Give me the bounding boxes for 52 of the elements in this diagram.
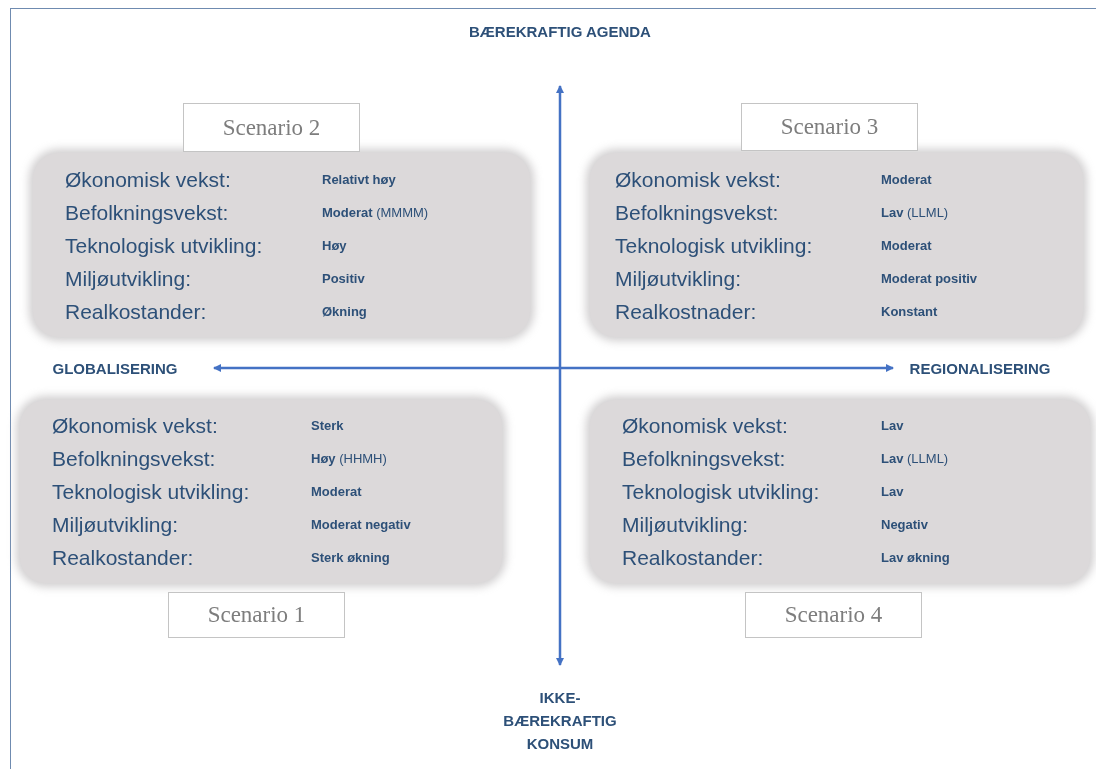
factor-value: Relativt høy [322,170,397,189]
factor-value: Økning [322,302,368,321]
scenario-panel [590,400,1090,583]
factor-value: Sterk [311,417,345,435]
scenario-panel [590,153,1083,337]
factor-label: Økonomisk vekst: [615,166,782,193]
factor-value: Lav (LLML) [881,450,950,468]
factor-label: Befolkningsvekst: [65,199,230,226]
factor-value: Negativ [881,516,929,534]
axis-label: IKKE- BÆREKRAFTIG KONSUM [502,688,618,754]
factor-value: Moderat [311,483,363,501]
factor-value: Lav (LLML) [881,203,950,222]
factor-label: Realkostander: [52,545,195,571]
factor-label: Befolkningsvekst: [615,199,780,226]
factor-label: Teknologisk utvikling: [615,232,814,259]
factor-label: Miljøutvikling: [615,265,743,292]
factor-label: Realkostander: [65,298,208,325]
scenario-panel [33,153,530,337]
factor-label: Realkostander: [622,545,765,571]
scenario-panel [20,400,502,583]
factor-value: Moderat (MMMM) [322,203,430,222]
factor-value: Moderat positiv [881,269,979,288]
factor-label: Miljøutvikling: [65,265,193,292]
scenario-title: Scenario 3 [741,103,918,151]
scenario-title: Scenario 4 [745,592,922,638]
factor-value: Høy (HHMH) [311,450,388,468]
factor-label: Teknologisk utvikling: [52,479,251,505]
factor-value: Lav økning [881,549,951,567]
axis-label: GLOBALISERING [51,359,179,379]
factor-label: Økonomisk vekst: [622,413,789,439]
scenario-title: Scenario 1 [168,592,345,638]
factor-label: Miljøutvikling: [622,512,750,538]
factor-value: Moderat [881,236,933,255]
factor-value: Moderat [881,170,933,189]
factor-label: Økonomisk vekst: [65,166,232,193]
axis-label: REGIONALISERING [908,359,1052,379]
axis-label: BÆREKRAFTIG AGENDA [468,22,652,42]
factor-label: Befolkningsvekst: [622,446,787,472]
factor-value: Moderat negativ [311,516,412,534]
factor-value: Lav [881,417,905,435]
scenario-title: Scenario 2 [183,103,360,152]
factor-label: Teknologisk utvikling: [65,232,264,259]
factor-label: Økonomisk vekst: [52,413,219,439]
factor-value: Sterk økning [311,549,391,567]
factor-label: Teknologisk utvikling: [622,479,821,505]
factor-value: Lav [881,483,905,501]
factor-label: Befolkningsvekst: [52,446,217,472]
factor-label: Miljøutvikling: [52,512,180,538]
factor-label: Realkostnader: [615,298,758,325]
factor-value: Konstant [881,302,939,321]
factor-value: Positiv [322,269,366,288]
factor-value: Høy [322,236,348,255]
